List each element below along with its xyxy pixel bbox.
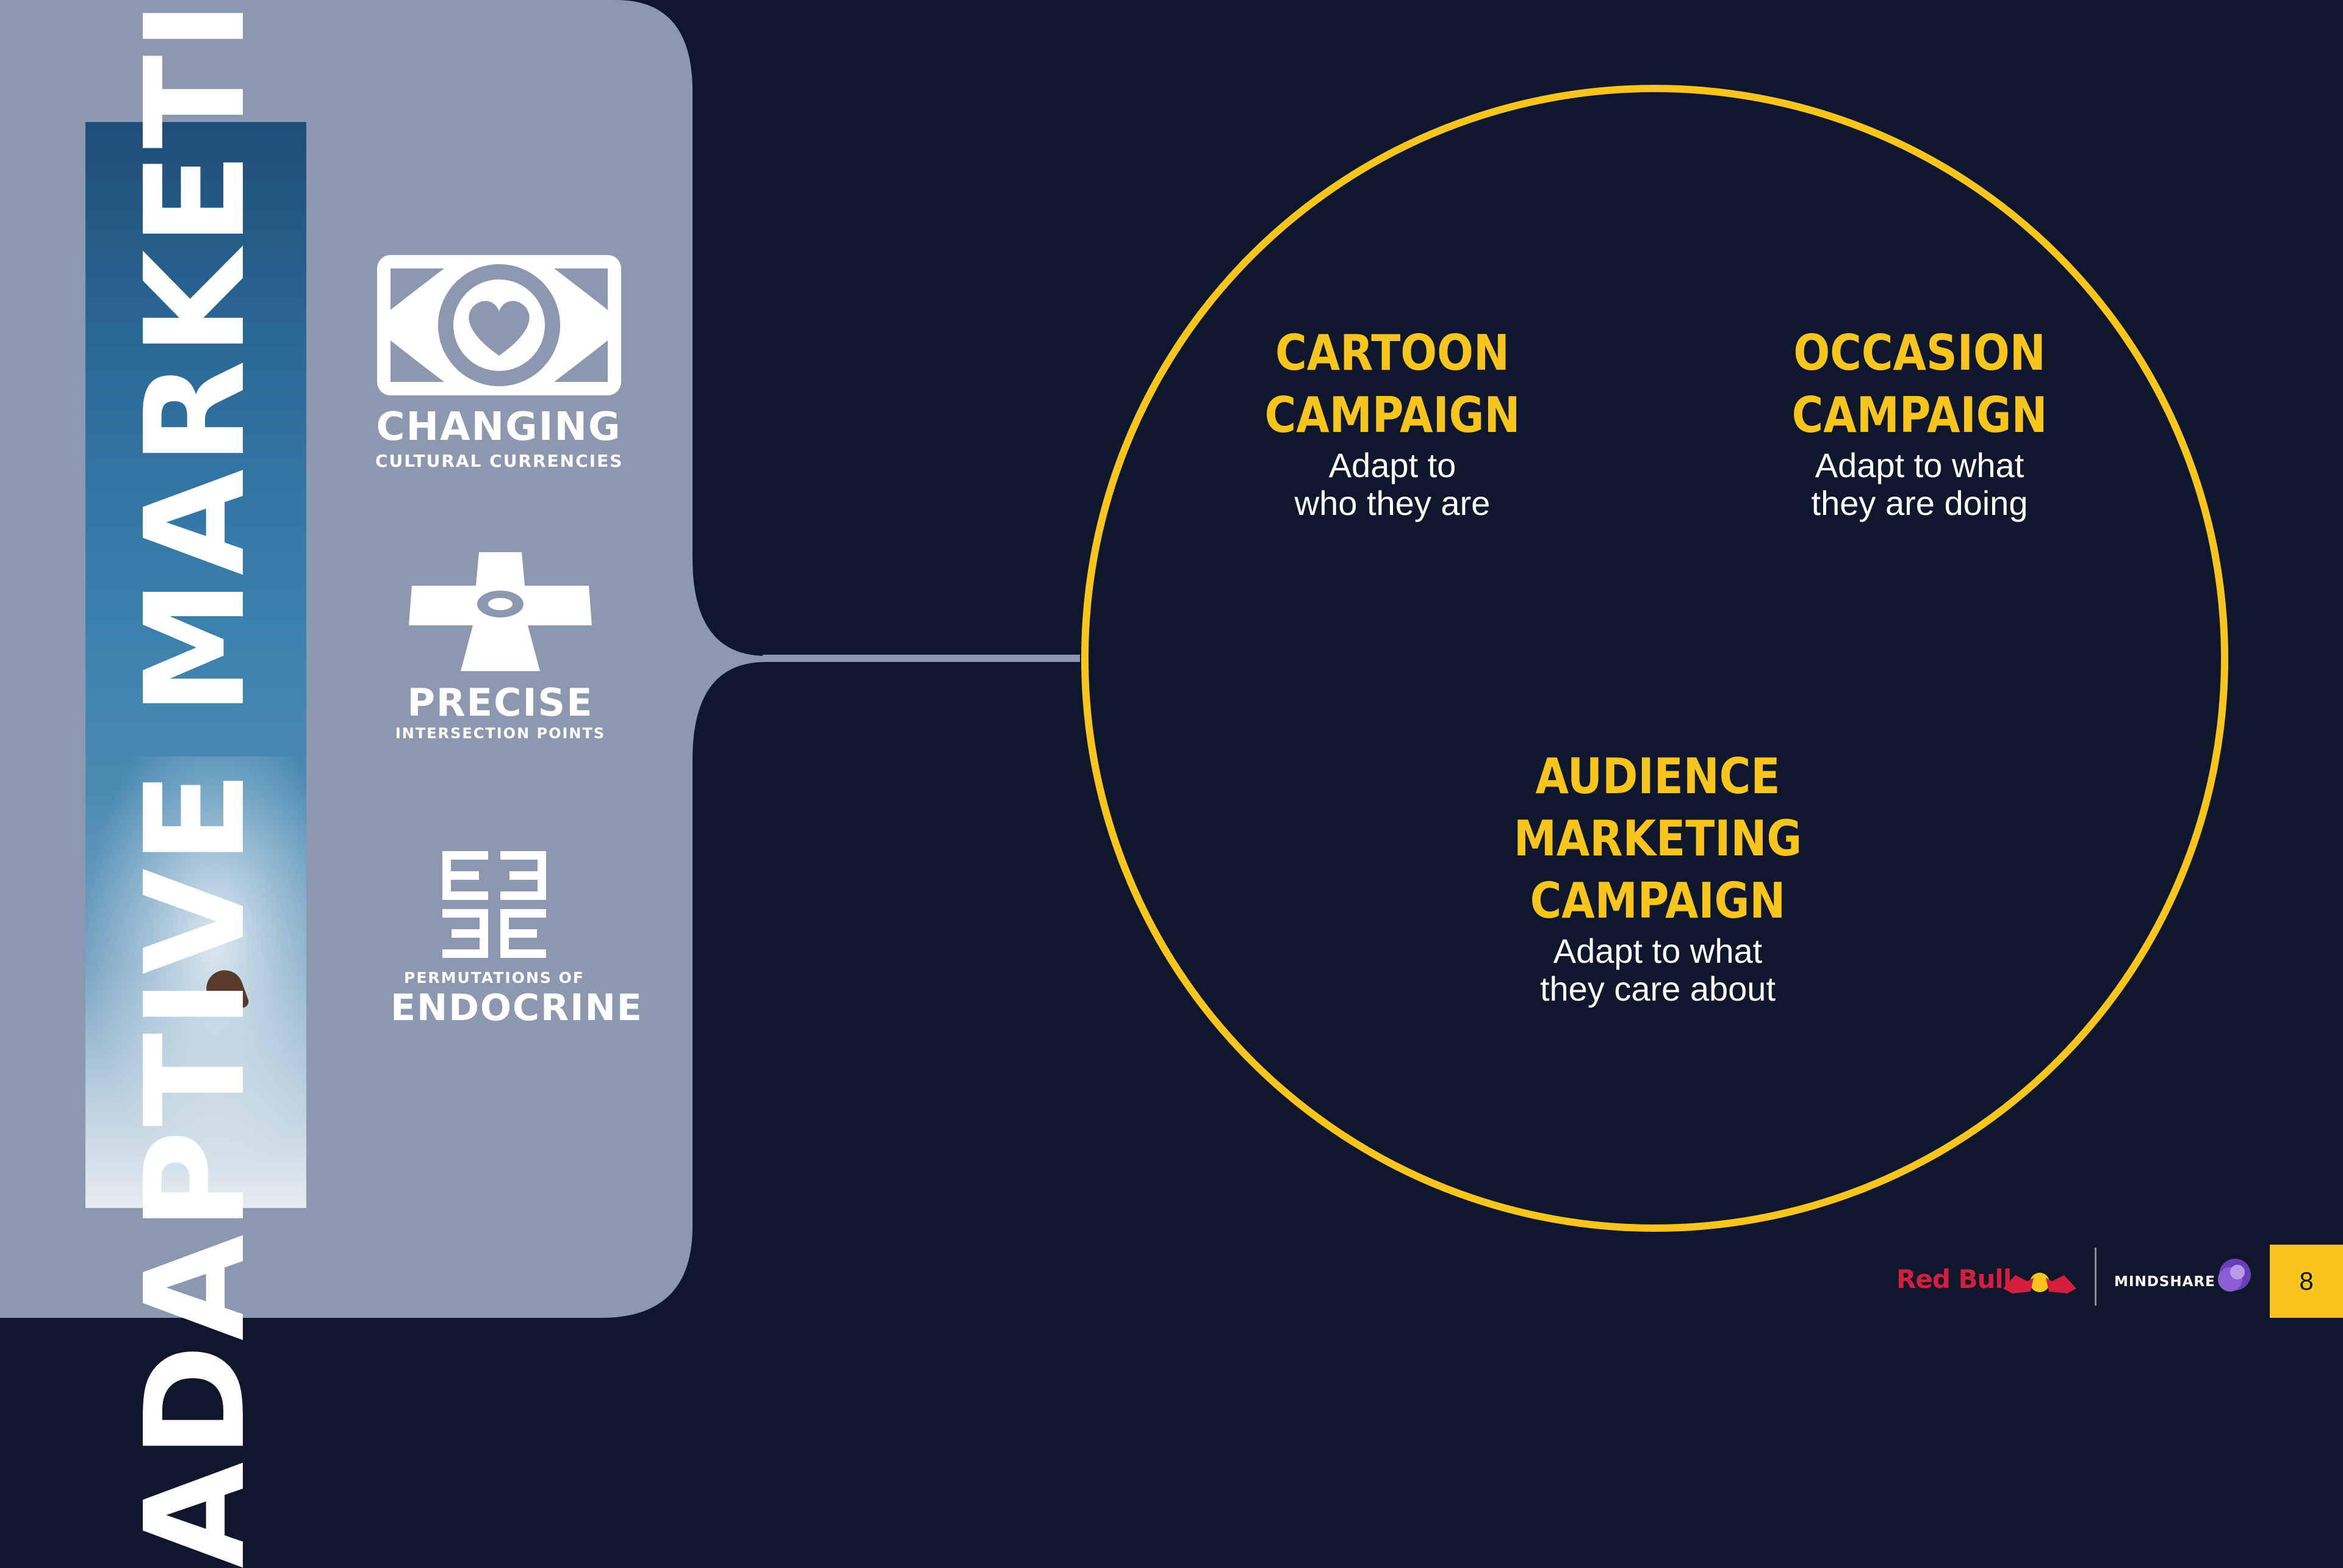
pillar-precise: PRECISE INTERSECTION POINTS: [390, 552, 610, 742]
campaign-audience: AUDIENCE MARKETING CAMPAIGN Adapt to wha…: [1494, 746, 1822, 1008]
campaign-2-title: OCCASION CAMPAIGN: [1791, 325, 2048, 444]
pillar-2-title: PRECISE: [407, 680, 594, 725]
pillar-changing: CHANGING CULTURAL CURRENCIES: [375, 255, 622, 471]
campaign-occasion: OCCASION CAMPAIGN Adapt to what they are…: [1774, 322, 2065, 522]
pillar-endocrine: PERMUTATIONS OF ENDOCRINE: [390, 848, 643, 1029]
pillar-1-title: CHANGING: [376, 405, 622, 450]
pillar-3-subtitle: PERMUTATIONS OF: [404, 969, 585, 987]
wave-spray: [85, 757, 306, 1208]
campaign-1-description: Adapt to who they are: [1294, 446, 1491, 522]
road-intersection-icon: [409, 552, 592, 671]
adaptive-marketing-title: ADAPTIVE MARKETING: [116, 0, 276, 1568]
page-number-box: [2270, 1245, 2343, 1318]
connector-line: [763, 655, 1080, 662]
campaign-3-description: Adapt to what they care about: [1539, 932, 1776, 1008]
heart-banknote-icon: [376, 255, 621, 395]
pillar-2-subtitle: INTERSECTION POINTS: [395, 725, 606, 742]
redbull-bulls-icon: [2003, 1273, 2076, 1293]
pillar-3-title: ENDOCRINE: [390, 987, 643, 1029]
pillar-1-subtitle: CULTURAL CURRENCIES: [375, 451, 624, 471]
campaign-2-description: Adapt to what they are doing: [1811, 446, 2028, 522]
page-number: 8: [2299, 1267, 2314, 1295]
campaign-1-title: CARTOON CAMPAIGN: [1264, 325, 1521, 444]
campaign-circle: [1081, 85, 2228, 1232]
campaign-cartoon: CARTOON CAMPAIGN Adapt to who they are: [1247, 322, 1538, 522]
campaign-3-title: AUDIENCE MARKETING CAMPAIGN: [1513, 748, 1802, 929]
surf-photo: [85, 122, 306, 1208]
mindshare-swirl-icon: [2218, 1259, 2251, 1292]
mindshare-logo: MINDSHARE: [2114, 1274, 2215, 1290]
redbull-logo: Red Bull: [1896, 1264, 2012, 1294]
e-permutation-grid-icon: [442, 851, 546, 958]
footer-divider: [2095, 1248, 2096, 1306]
sidebar-panel: [0, 0, 2228, 1318]
